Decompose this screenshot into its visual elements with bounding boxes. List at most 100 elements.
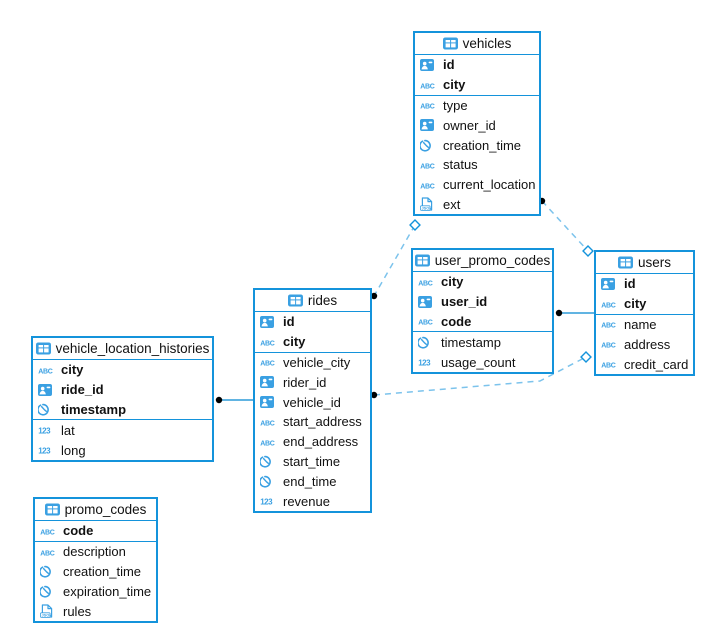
field-type-cell: ABC — [260, 357, 278, 368]
id-card-icon — [260, 396, 274, 409]
abc-text-icon: ABC — [418, 320, 433, 327]
table-header: promo_codes — [35, 499, 156, 520]
abc-text-icon: ABC — [420, 83, 435, 90]
table-grid-icon — [617, 256, 633, 269]
field-type-cell — [38, 383, 56, 396]
field-type-cell: 123 — [260, 496, 278, 506]
table-header: vehicle_location_histories — [33, 338, 212, 359]
table-title: vehicles — [462, 36, 512, 51]
field-name: end_time — [283, 473, 337, 489]
field-type-cell — [418, 336, 436, 349]
clock-icon — [420, 139, 431, 152]
field-row-creation_time: creation_time — [415, 135, 539, 155]
field-type-cell — [260, 455, 278, 468]
svg-text:JSON: JSON — [422, 206, 433, 211]
field-name: status — [443, 157, 478, 173]
field-type-cell: ABC — [260, 437, 278, 447]
field-name: owner_id — [443, 117, 496, 133]
table-title: vehicle_location_histories — [55, 341, 210, 356]
abc-text-icon: ABC — [420, 104, 435, 111]
svg-text:ABC: ABC — [38, 368, 53, 375]
field-type-cell — [260, 396, 278, 409]
field-name: vehicle_id — [283, 394, 341, 410]
abc-text-icon: ABC — [260, 440, 275, 447]
connection-vehicles-rides — [370, 219, 421, 300]
svg-text:ABC: ABC — [418, 320, 433, 327]
diamond-endpoint — [582, 245, 594, 257]
field-name: rider_id — [283, 374, 327, 390]
field-type-cell: ABC — [420, 160, 438, 170]
field-row-timestamp: timestamp — [413, 332, 552, 352]
id-card-icon — [260, 376, 274, 389]
field-type-cell: 123 — [38, 425, 56, 435]
table-grid-icon — [287, 294, 303, 307]
abc-text-icon: ABC — [420, 183, 435, 190]
field-type-cell: ABC — [420, 180, 438, 190]
abc-text-icon: ABC — [260, 361, 275, 368]
field-type-cell — [601, 277, 619, 290]
field-name: city — [624, 296, 647, 312]
field-row-timestamp: timestamp — [33, 400, 212, 420]
field-name: rules — [63, 603, 92, 619]
field-type-cell: 123 — [38, 445, 56, 455]
svg-text:ABC: ABC — [260, 420, 275, 427]
field-type-cell — [40, 585, 58, 598]
connection-line-dashed — [373, 356, 587, 396]
dot-endpoint — [370, 391, 378, 399]
field-name: usage_count — [441, 354, 516, 370]
id-card-icon — [420, 119, 434, 132]
field-type-cell — [260, 475, 278, 488]
field-row-usage_count: 123 usage_count — [413, 352, 552, 372]
svg-text:ABC: ABC — [260, 340, 275, 347]
svg-text:ABC: ABC — [420, 104, 435, 111]
field-row-rider_id: rider_id — [255, 372, 370, 392]
table-grid-icon — [35, 342, 51, 355]
field-name: creation_time — [443, 137, 522, 153]
field-name: revenue — [283, 493, 330, 509]
field-name: name — [624, 316, 657, 332]
field-name: city — [283, 334, 306, 350]
connection-line-dashed — [373, 224, 416, 297]
field-name: id — [443, 57, 455, 73]
field-type-cell: 123 — [418, 357, 436, 367]
field-type-cell: ABC — [418, 316, 436, 327]
field-row-end_time: end_time — [255, 471, 370, 491]
id-card-icon — [420, 58, 434, 71]
svg-text:ABC: ABC — [418, 280, 433, 287]
abc-text-icon: ABC — [420, 163, 435, 170]
field-row-vehicle_id: vehicle_id — [255, 392, 370, 412]
field-type-cell: ABC — [601, 339, 619, 350]
field-type-cell: ABC — [601, 319, 619, 330]
field-type-cell: ABC — [420, 100, 438, 111]
field-type-cell: ABC — [40, 547, 58, 557]
svg-text:ABC: ABC — [420, 83, 435, 90]
field-type-cell: ABC — [260, 337, 278, 347]
field-name: code — [441, 313, 472, 329]
dot-endpoint — [555, 309, 563, 317]
field-row-ride_id: ride_id — [33, 380, 212, 400]
field-type-cell: JSON — [420, 197, 438, 212]
field-name: credit_card — [624, 356, 689, 372]
